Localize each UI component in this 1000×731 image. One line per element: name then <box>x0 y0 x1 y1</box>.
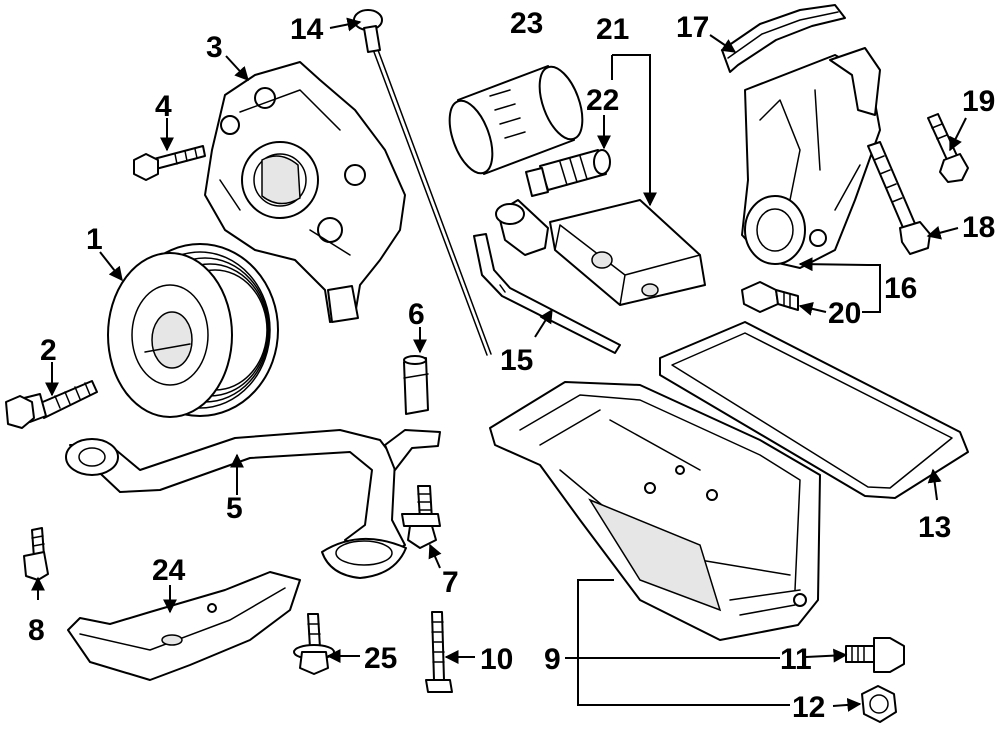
part-22-fitting <box>525 149 611 197</box>
part-6-stud-spacer <box>403 355 429 415</box>
part-2-damper-bolt <box>5 380 98 429</box>
part-7-bolt <box>401 485 441 549</box>
part-20-pressure-sensor <box>741 281 799 313</box>
part-24-bracket <box>67 571 301 681</box>
callout-11: 11 <box>780 643 812 676</box>
part-25-bolt <box>293 613 335 675</box>
callout-6: 6 <box>408 298 425 331</box>
callout-9: 9 <box>544 643 561 676</box>
callout-18: 18 <box>962 211 995 244</box>
part-9-oil-pan <box>489 381 821 641</box>
part-16-filter-housing <box>741 47 881 269</box>
callout-1: 1 <box>86 223 103 256</box>
callout-20: 20 <box>828 297 861 330</box>
part-4-bolt <box>133 145 206 181</box>
callout-14: 14 <box>290 13 324 46</box>
callout-10: 10 <box>480 643 513 676</box>
callout-21: 21 <box>596 13 629 46</box>
part-3-oil-pump <box>204 61 406 323</box>
part-18-bolt <box>867 141 931 255</box>
callout-25: 25 <box>364 642 397 675</box>
part-15-dipstick-tube <box>473 233 621 354</box>
callout-13: 13 <box>918 511 951 544</box>
callout-22: 22 <box>586 84 619 117</box>
part-8-stud <box>23 527 49 581</box>
callout-19: 19 <box>962 85 995 118</box>
callout-17: 17 <box>676 11 709 44</box>
callout-labels: 1 2 3 4 5 6 7 8 9 10 11 12 13 14 15 16 1… <box>28 7 995 724</box>
part-1-crankshaft-pulley <box>107 243 279 418</box>
part-12-washer <box>861 685 897 723</box>
callout-15: 15 <box>500 344 533 377</box>
callout-8: 8 <box>28 614 45 647</box>
callout-24: 24 <box>152 554 186 587</box>
callout-16: 16 <box>884 272 917 305</box>
part-21-oil-cooler <box>495 199 706 306</box>
part-5-oil-pickup-tube <box>65 429 441 579</box>
callout-23: 23 <box>510 7 543 40</box>
part-14-dipstick <box>353 9 492 356</box>
callout-5: 5 <box>226 492 243 525</box>
part-10-long-bolt <box>425 611 453 693</box>
leader-lines <box>31 17 967 712</box>
callout-7: 7 <box>442 566 459 599</box>
callout-4: 4 <box>155 90 172 123</box>
part-11-drain-plug <box>845 637 905 673</box>
callout-12: 12 <box>792 691 825 724</box>
part-23-oil-filter <box>448 65 584 175</box>
part-17-gasket <box>721 4 846 73</box>
callout-3: 3 <box>206 31 223 64</box>
callout-2: 2 <box>40 334 57 367</box>
